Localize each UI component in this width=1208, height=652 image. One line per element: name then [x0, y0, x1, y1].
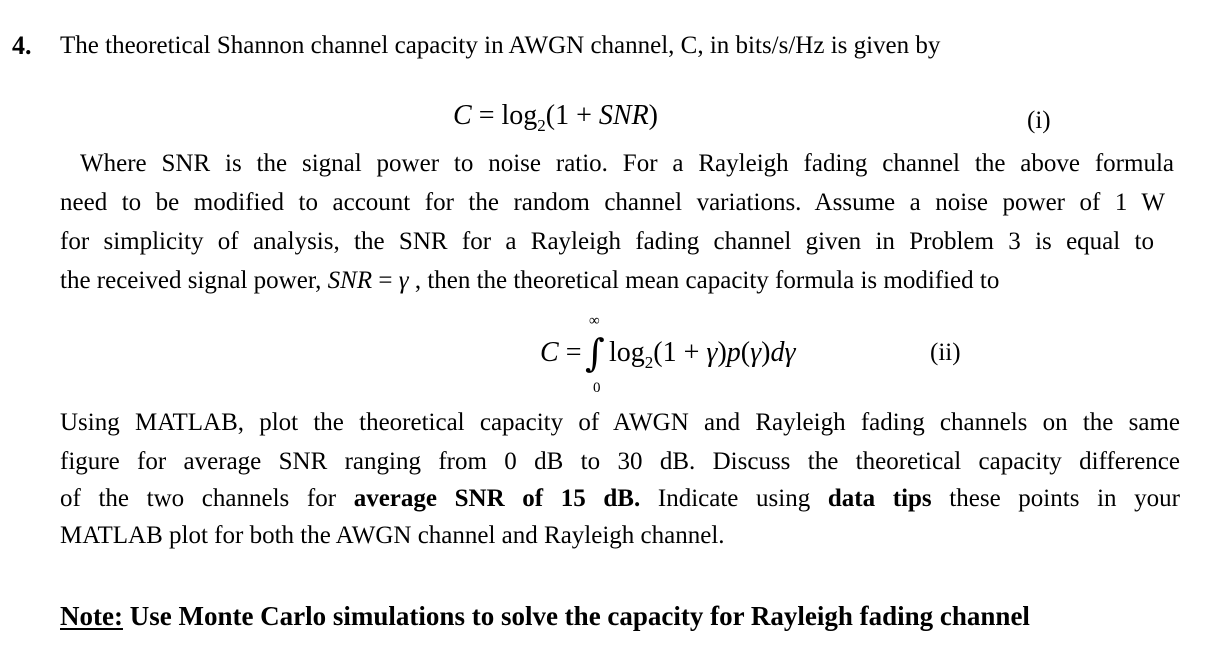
paragraph3-line3-prefix: of the two channels for: [60, 485, 354, 512]
paragraph2-line2: need to be modified to account for the r…: [60, 189, 1165, 216]
eq1-lhs: C: [453, 100, 472, 131]
note-text: Use Monte Carlo simulations to solve the…: [122, 601, 1030, 631]
paragraph3-line1: Using MATLAB, plot the theoretical capac…: [60, 409, 1180, 436]
eq2-lower-limit: 0: [593, 380, 601, 396]
paragraph3-line2: figure for average SNR ranging from 0 dB…: [60, 448, 1180, 475]
note: Note: Use Monte Carlo simulations to sol…: [60, 600, 1030, 632]
eq1-snr: SNR: [598, 100, 649, 131]
paragraph2-line4-equals: =: [372, 267, 399, 294]
note-label: Note:: [60, 601, 123, 631]
eq2-integrand: log2(1 + γ)p(γ)dγ: [609, 336, 796, 373]
paragraph3-line3: of the two channels for average SNR of 1…: [60, 484, 1180, 514]
paragraph3-line3-bold-snr: average SNR of 15 dB.: [353, 485, 641, 512]
paragraph3-line4: MATLAB plot for both the AWGN channel an…: [60, 522, 725, 549]
equation-awgn-capacity: C = log2(1 + SNR): [453, 99, 658, 136]
eq1-args-close: ): [648, 100, 658, 131]
paragraph2-line4-suffix: , then the theoretical mean capacity for…: [408, 267, 1000, 294]
paragraph2-line4-prefix: the received signal power,: [60, 267, 328, 294]
paragraph3-line3-suffix: these points in your: [931, 485, 1180, 512]
eq2-integral-sign: ∫: [585, 331, 605, 375]
paragraph2-line4-snr: SNR: [327, 267, 373, 294]
eq1-equals: =: [471, 100, 502, 131]
eq2-differential-gamma: γ: [784, 337, 796, 368]
eq1-log: log: [501, 100, 538, 131]
equation-label-ii: (ii): [930, 339, 961, 366]
paragraph3-line3-mid: Indicate using: [640, 485, 828, 512]
paragraph2-line3: for simplicity of analysis, the SNR for …: [60, 228, 1154, 255]
eq2-differential: d: [770, 337, 785, 368]
eq2-pdf-gamma: γ: [750, 337, 762, 368]
eq2-gamma: γ: [706, 337, 718, 368]
eq2-args-close: ): [717, 337, 727, 368]
paragraph2-line4-gamma: γ: [398, 267, 409, 294]
eq2-log: log: [609, 337, 645, 368]
equation-label-i: (i): [1027, 107, 1051, 134]
eq2-lhs-group: C =: [540, 336, 581, 370]
question-number: 4.: [12, 31, 32, 60]
question-intro: The theoretical Shannon channel capacity…: [60, 32, 941, 59]
eq2-pdf-close: ): [761, 337, 771, 368]
eq2-equals: =: [558, 337, 582, 368]
eq2-lhs: C: [540, 337, 559, 368]
eq2-args-open: (1 +: [653, 337, 707, 368]
eq2-upper-limit: ∞: [589, 313, 600, 329]
eq2-pdf-open: (: [740, 337, 751, 368]
paragraph2-line1: Where SNR is the signal power to noise r…: [80, 150, 1174, 177]
eq2-pdf: p: [726, 337, 741, 368]
paragraph2-line4: the received signal power, SNR = γ , the…: [60, 266, 999, 296]
eq1-log-base: 2: [537, 116, 546, 135]
paragraph3-line3-bold-datatips: data tips: [827, 485, 932, 512]
eq2-log-base: 2: [644, 353, 654, 372]
eq1-args-open: (1 +: [545, 100, 599, 131]
